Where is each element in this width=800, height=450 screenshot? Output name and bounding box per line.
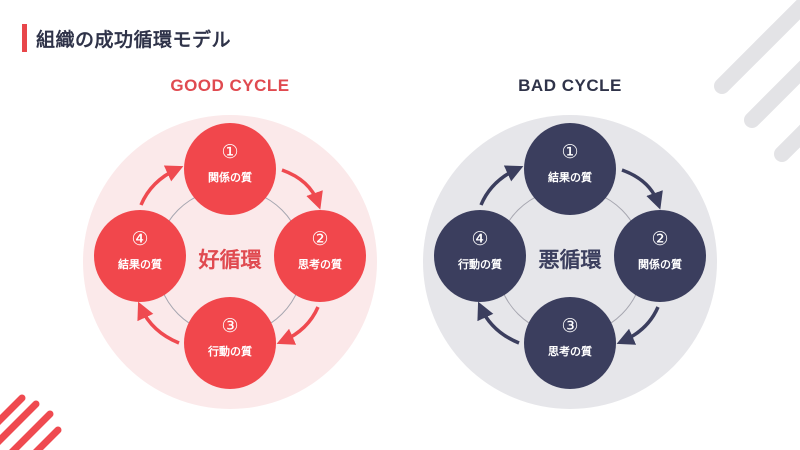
bad-node-1: ① 結果の質	[524, 123, 616, 215]
good-node-4-label: 結果の質	[118, 258, 162, 271]
good-node-1: ① 関係の質	[184, 123, 276, 215]
title-accent-bar	[22, 24, 27, 52]
bad-node-4: ④ 行動の質	[434, 210, 526, 302]
bad-node-2: ② 関係の質	[614, 210, 706, 302]
good-cycle-center-label: 好循環	[198, 248, 262, 272]
bad-cycle-title: BAD CYCLE	[518, 76, 622, 95]
bad-node-4-label: 行動の質	[458, 258, 502, 271]
good-node-2: ② 思考の質	[274, 210, 366, 302]
good-node-4-number: ④	[131, 228, 149, 250]
bad-node-4-number: ④	[471, 228, 489, 250]
bad-node-3-number: ③	[561, 315, 579, 337]
bad-cycle-center-label: 悪循環	[538, 248, 602, 272]
bad-node-1-number: ①	[561, 141, 579, 163]
bad-node-1-label: 結果の質	[548, 171, 592, 184]
bad-node-2-number: ②	[651, 228, 669, 250]
bad-node-3-label: 思考の質	[548, 345, 592, 358]
good-node-1-label: 関係の質	[208, 171, 252, 184]
good-node-3: ③ 行動の質	[184, 297, 276, 389]
good-node-4: ④ 結果の質	[94, 210, 186, 302]
bad-node-3: ③ 思考の質	[524, 297, 616, 389]
bottom-left-stripes	[0, 394, 62, 450]
good-node-2-number: ②	[311, 228, 329, 250]
good-cycle-title: GOOD CYCLE	[170, 76, 290, 95]
top-right-stripes	[714, 0, 800, 162]
good-node-3-number: ③	[221, 315, 239, 337]
good-node-3-label: 行動の質	[208, 345, 252, 358]
page-title: 組織の成功循環モデル	[36, 29, 232, 51]
good-node-1-number: ①	[221, 141, 239, 163]
good-node-2-label: 思考の質	[298, 258, 342, 271]
bad-node-2-label: 関係の質	[638, 258, 682, 271]
